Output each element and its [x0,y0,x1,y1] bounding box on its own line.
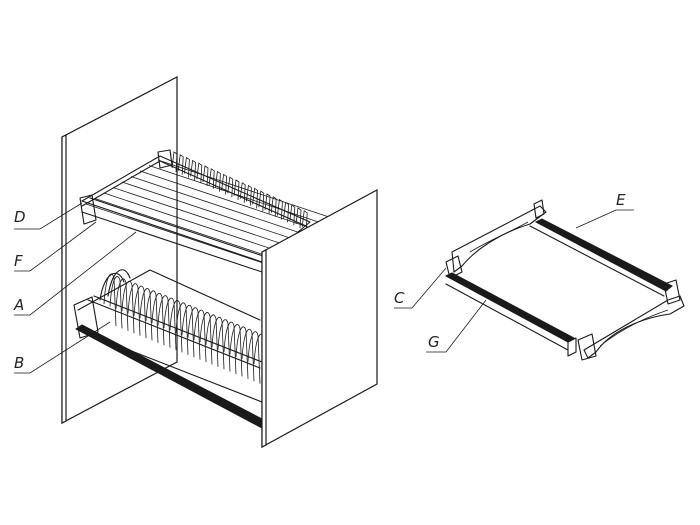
wire [217,319,231,372]
wire [112,187,294,248]
wire [163,297,177,351]
wire [148,165,330,226]
wire [270,196,277,217]
wire [196,162,203,184]
frame-assembly [444,199,685,361]
wire [193,309,207,363]
wire [223,321,237,375]
right-bracket [577,279,685,361]
wire [121,181,303,243]
wire [151,292,165,346]
wire [258,190,265,212]
wire [301,210,308,231]
wire [169,300,183,353]
lower-rack-dividers [103,273,267,387]
lower-rack [73,269,267,429]
callout-a: A [13,296,24,314]
wire [221,173,228,195]
wire [103,192,285,254]
upper-rack-dividers [171,151,308,231]
wire [109,276,123,329]
rail-g [444,272,577,357]
callout-leaders [14,202,634,374]
wire [264,193,271,215]
wire [295,207,302,229]
wire [239,182,246,203]
wire [199,312,213,365]
wire [85,203,267,265]
callout-d: D [14,208,26,226]
callout-g: G [428,333,440,351]
wire [247,331,261,384]
wire [215,170,221,192]
wire [211,316,225,370]
wire [157,295,171,348]
wire [171,151,178,173]
wire [229,324,243,377]
wire [190,159,197,181]
wire [227,176,234,198]
wire [252,187,259,209]
wire [115,278,129,331]
wire [277,198,283,220]
wire [233,179,240,201]
wire [184,156,190,178]
wire [121,280,135,334]
wire [145,290,159,343]
wire [130,176,312,237]
callout-c: C [394,289,405,307]
left-bracket [445,199,547,279]
wire [127,283,141,336]
callout-e: E [616,191,626,209]
wire [187,307,201,360]
wire [208,168,215,189]
callout-b: B [14,354,24,372]
rail-e [529,218,673,297]
wire [175,302,189,355]
wire [235,326,249,379]
upper-rack-wires [85,159,339,265]
wire [289,204,296,226]
wire [202,165,209,187]
wire [181,304,195,358]
wire [177,154,184,175]
wire [139,288,153,341]
cabinet-assembly [61,76,378,449]
wire [133,285,147,339]
wire [205,314,219,367]
upper-rack [79,149,339,273]
callout-f: F [14,252,23,270]
wire [283,201,290,223]
callout-labels: D F A B C E G [13,191,626,372]
wire [241,328,255,382]
cabinet-right-panel [261,188,378,449]
wire [246,184,252,206]
wire [94,198,276,259]
